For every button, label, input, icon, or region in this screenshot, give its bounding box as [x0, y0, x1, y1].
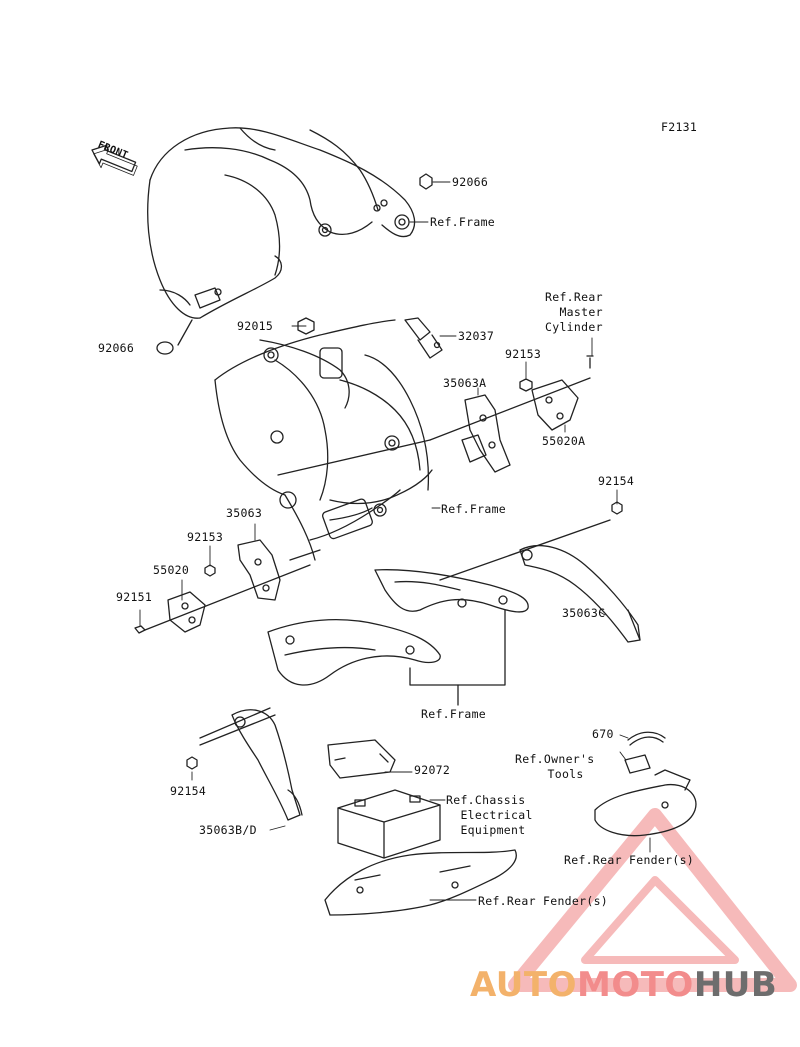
ref-frame-bracket-line: [409, 609, 506, 686]
part-92153-left: 92153: [187, 530, 224, 544]
upper-frame-outline: [147, 127, 416, 319]
part-55020A: 55020A: [542, 434, 586, 448]
part-35063A: 35063A: [443, 376, 487, 390]
ref-rear-master-cylinder: Ref.Rear Master Cylinder: [545, 290, 603, 334]
bolt-92154-left: [186, 756, 198, 770]
part-35063B-D: 35063B/D: [199, 823, 257, 837]
nut-92015: [297, 317, 315, 335]
watermark-hub: HUB: [693, 965, 778, 1005]
rear-fender-tool-tray: [594, 769, 697, 837]
bolt-92153-left: [204, 564, 216, 577]
ref-frame-mid: Ref.Frame: [441, 502, 507, 516]
footrest-bracket-35063C: [519, 545, 641, 643]
pillion-frame-upper: [374, 569, 529, 613]
nut-92066-top: [419, 173, 433, 190]
watermark-auto: AUTO: [470, 965, 577, 1005]
part-92066-top: 92066: [452, 175, 489, 189]
part-92154-left: 92154: [170, 784, 207, 798]
tool-pouch: [624, 754, 651, 774]
ref-rear-fender-bottom: Ref.Rear Fender(s): [478, 894, 609, 908]
part-55020: 55020: [153, 563, 190, 577]
watermark-moto: MOTO: [576, 965, 694, 1005]
bolt-92153-right: [519, 378, 533, 392]
part-92072: 92072: [414, 763, 451, 777]
footrest-bracket-35063B-D: [231, 709, 303, 821]
figure-code: F2131: [661, 120, 698, 134]
bolt-rear-master: [586, 355, 594, 369]
watermark-logo: AUTOMOTOHUB: [470, 965, 777, 1005]
part-670: 670: [592, 727, 614, 741]
ref-rear-fender-right: Ref.Rear Fender(s): [564, 853, 695, 867]
cap-92066-left: [156, 341, 174, 355]
ref-owners-tools: Ref.Owner's Tools: [515, 752, 595, 781]
tool-670: [627, 731, 666, 746]
battery-box: [337, 789, 441, 859]
main-frame-outline: [214, 317, 443, 561]
part-92153-right: 92153: [505, 347, 542, 361]
ref-frame-top: Ref.Frame: [430, 215, 496, 229]
pillion-frame-lower: [267, 619, 441, 686]
plate-55020A: [531, 379, 579, 431]
bracket-35063A: [461, 394, 511, 473]
part-92154-right: 92154: [598, 474, 635, 488]
watermark-triangle: [508, 808, 797, 992]
part-92066-left: 92066: [98, 341, 135, 355]
part-92015: 92015: [237, 319, 274, 333]
bolt-32037: [404, 317, 431, 341]
part-32037: 32037: [458, 329, 495, 343]
rear-fender-lower: [324, 849, 517, 916]
plate-55020: [167, 591, 206, 633]
bracket-35063: [237, 539, 281, 601]
part-35063C: 35063C: [562, 606, 606, 620]
front-arrow-icon: [91, 144, 138, 176]
ref-chassis-electrical-equipment: Ref.Chassis Electrical Equipment: [446, 793, 533, 837]
bolt-92151: [134, 625, 146, 634]
ref-frame-bottom: Ref.Frame: [421, 707, 487, 721]
part-92151: 92151: [116, 590, 153, 604]
leader-92066-left: [177, 319, 193, 346]
part-35063: 35063: [226, 506, 263, 520]
leader-lines: [139, 181, 651, 901]
